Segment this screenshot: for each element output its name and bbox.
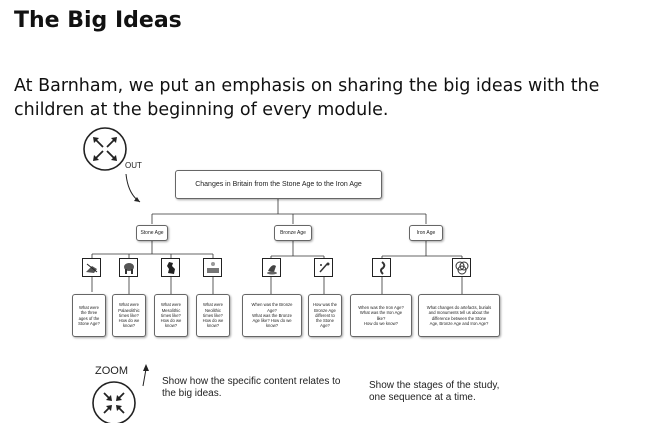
question-box: What were the three ages of the Stone Ag… (72, 294, 106, 337)
question-box: What were Neolithic times like? How do w… (196, 294, 230, 337)
intro-paragraph: At Barnham, we put an emphasis on sharin… (14, 76, 600, 120)
question-box: What were Palaeolithic times like? How d… (112, 294, 146, 337)
bronze-tools-image-icon (314, 258, 333, 277)
stages-caption: Show the stages of the study, one sequen… (369, 380, 500, 403)
page-heading: The Big Ideas (14, 8, 182, 33)
question-box: When was the Bronze Age? What was the Br… (242, 294, 302, 337)
zoom-out-icon (83, 127, 127, 171)
question-box: When was the Iron Age? What was the Iron… (350, 294, 412, 337)
iron-figure-image-icon (372, 258, 391, 277)
connector-lines (83, 127, 463, 423)
question-box: What changes do artefacts, burials and m… (418, 294, 500, 337)
zoom-caption: Show how the specific content relates to… (162, 376, 341, 399)
question-box: How was the Bronze Age different to the … (308, 294, 342, 337)
bronze-artefact-image-icon (262, 258, 281, 277)
mammoth-image-icon (119, 258, 138, 277)
main-title-box: Changes in Britain from the Stone Age to… (175, 170, 382, 199)
age-box-stone: Stone Age (136, 225, 168, 241)
big-ideas-diagram: OUT ZOOM Changes in Britain from the Sto… (68, 124, 516, 423)
out-label: OUT (125, 161, 142, 170)
hunter-image-icon (82, 258, 101, 277)
comparison-image-icon (452, 258, 471, 277)
map-image-icon (161, 258, 180, 277)
settlement-image-icon (203, 258, 222, 277)
age-box-iron: Iron Age (409, 225, 443, 241)
question-box: What were Mesolithic times like? How do … (154, 294, 188, 337)
zoom-in-icon (92, 381, 136, 423)
zoom-label: ZOOM (95, 365, 128, 377)
age-box-bronze: Bronze Age (274, 225, 312, 241)
